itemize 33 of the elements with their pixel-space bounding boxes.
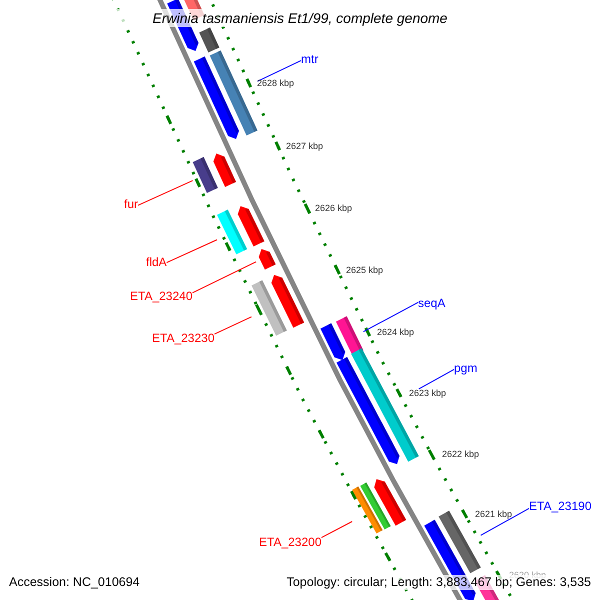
gene-block	[192, 157, 218, 193]
leader-line	[166, 239, 218, 264]
gene-label: seqA	[418, 296, 446, 310]
gene-label: fldA	[146, 255, 167, 269]
footer-text: Accession: NC_010694	[9, 575, 140, 590]
leader-line	[321, 521, 353, 538]
gene-block	[210, 50, 258, 136]
gene-label: mtr	[301, 52, 318, 66]
leader-line	[138, 180, 194, 206]
gene-label: ETA_23200	[259, 535, 322, 549]
scale-label: 2625 kbp	[346, 265, 384, 275]
gene-label: fur	[124, 197, 138, 211]
gene-label: ETA_23240	[130, 289, 192, 303]
scale-label: 2623 kbp	[409, 388, 446, 398]
gene-block	[252, 280, 287, 336]
gene-label: ETA_23190	[529, 499, 592, 513]
scale-label: 2621 kbp	[475, 509, 512, 519]
scale-label: 2626 kbp	[315, 203, 352, 213]
scale-label: 2622 kbp	[442, 449, 480, 459]
leader-line	[192, 261, 257, 294]
leader-line	[480, 508, 530, 536]
leader-line	[362, 302, 418, 332]
leader-line	[214, 316, 252, 335]
leader-line	[418, 368, 454, 390]
leader-line	[256, 60, 302, 82]
gene-label: ETA_23230	[152, 331, 214, 345]
scale-label: 2624 kbp	[377, 327, 414, 337]
gene-block	[258, 249, 276, 270]
gene-block	[216, 210, 248, 254]
scale-label: 2628 kbp	[257, 78, 294, 88]
scale-label: 2627 kbp	[286, 141, 324, 151]
gene-label: pgm	[454, 361, 478, 375]
gene-block	[352, 486, 383, 534]
